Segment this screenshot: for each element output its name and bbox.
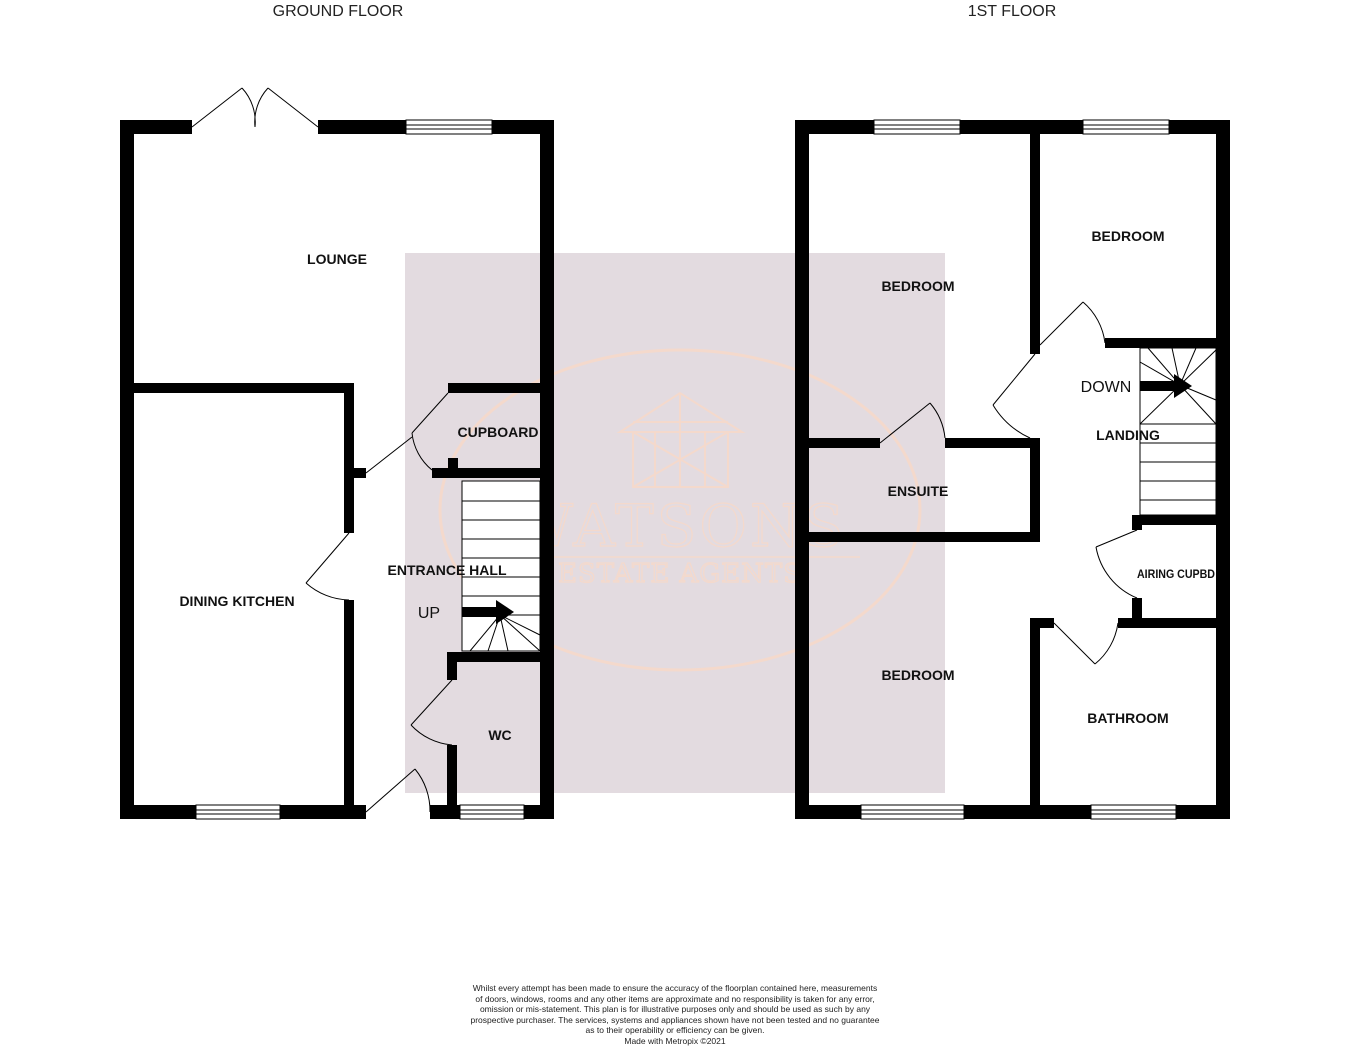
disclaimer-line: Whilst every attempt has been made to en…	[472, 983, 878, 993]
watermark-house-icon	[616, 391, 746, 488]
watermark-brand: WATSONS	[514, 492, 847, 560]
room-label-bedroom-rear: BEDROOM	[1091, 228, 1164, 244]
disclaimer-line: omission or mis-statement. This plan is …	[479, 1004, 871, 1015]
first-floor-windows	[860, 119, 1177, 820]
room-label-entrance-hall: ENTRANCE HALL	[388, 562, 507, 578]
down-arrow-icon	[1140, 374, 1192, 398]
disclaimer-credit: Made with Metropix ©2021	[624, 1035, 726, 1046]
disclaimer-line: of doors, windows, rooms and any other i…	[475, 993, 875, 1004]
ground-floor-doors	[191, 87, 453, 813]
room-label-lounge: LOUNGE	[307, 251, 367, 267]
first-floor-title: 1ST FLOOR	[968, 3, 1057, 20]
disclaimer-text: Whilst every attempt has been made to en…	[430, 983, 920, 1047]
ground-floor-title: GROUND FLOOR	[273, 3, 404, 20]
first-floor-stairs	[1139, 347, 1217, 516]
room-label-landing: LANDING	[1096, 427, 1160, 443]
room-label-airing-cupboard: AIRING CUPBD	[1137, 567, 1215, 581]
first-floor-doors	[879, 301, 1138, 665]
room-label-cupboard: CUPBOARD	[458, 424, 539, 440]
stairs-label-up: UP	[418, 605, 440, 622]
room-label-ensuite: ENSUITE	[888, 483, 949, 499]
ground-floor-stairs	[461, 480, 541, 652]
stairs-label-down: DOWN	[1081, 379, 1132, 396]
disclaimer-line: as to their operability or efficiency ca…	[585, 1025, 765, 1036]
ground-floor-windows	[195, 119, 525, 820]
room-label-bedroom-main: BEDROOM	[881, 278, 954, 294]
watermark-tagline: ESTATE AGENTS	[558, 559, 802, 589]
disclaimer-line: prospective purchaser. The services, sys…	[470, 1014, 880, 1025]
room-label-bedroom-front: BEDROOM	[881, 667, 954, 683]
up-arrow-icon	[462, 600, 514, 624]
room-label-wc: WC	[488, 727, 511, 743]
room-label-dining-kitchen: DINING KITCHEN	[179, 593, 294, 609]
room-label-bathroom: BATHROOM	[1087, 710, 1168, 726]
